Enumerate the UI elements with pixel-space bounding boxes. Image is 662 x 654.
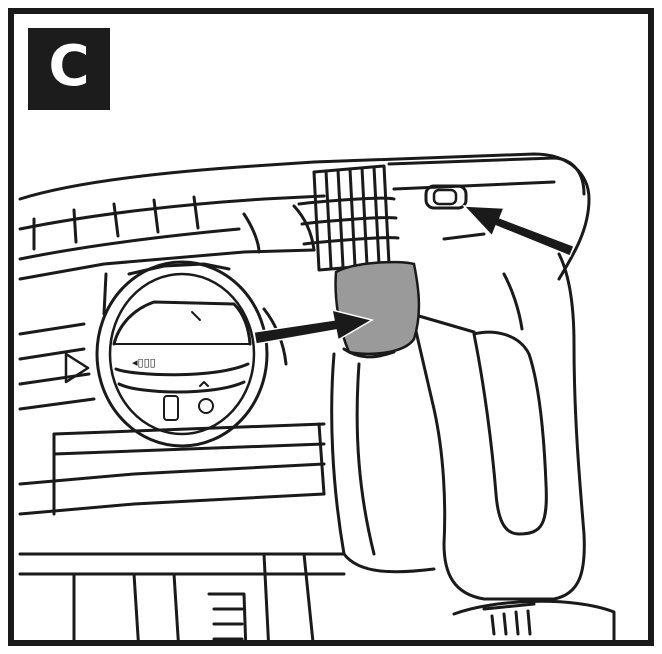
direction-arrow-icon	[64, 352, 90, 384]
figure-frame: ◂▯▯▯ C	[8, 8, 654, 646]
step-label: C	[48, 34, 90, 99]
housing-outline	[18, 152, 591, 281]
handle-front-edge	[410, 252, 586, 601]
trigger-switch	[334, 260, 421, 355]
tool-illustration: ◂▯▯▯	[18, 152, 616, 640]
housing-top-ridge	[18, 194, 326, 231]
svg-text:◂▯▯▯: ◂▯▯▯	[132, 356, 156, 369]
arrow-to-lock-button-icon	[462, 205, 575, 257]
battery-pack	[452, 599, 616, 640]
handle-inner-panel	[472, 330, 548, 536]
collar-ribs	[297, 164, 400, 272]
mode-selector-knob: ◂▯▯▯	[95, 260, 269, 448]
arrow-to-trigger-icon	[253, 308, 374, 345]
lock-button-recess	[424, 184, 468, 210]
lock-button	[432, 188, 458, 206]
step-letter-badge: C	[28, 28, 110, 110]
